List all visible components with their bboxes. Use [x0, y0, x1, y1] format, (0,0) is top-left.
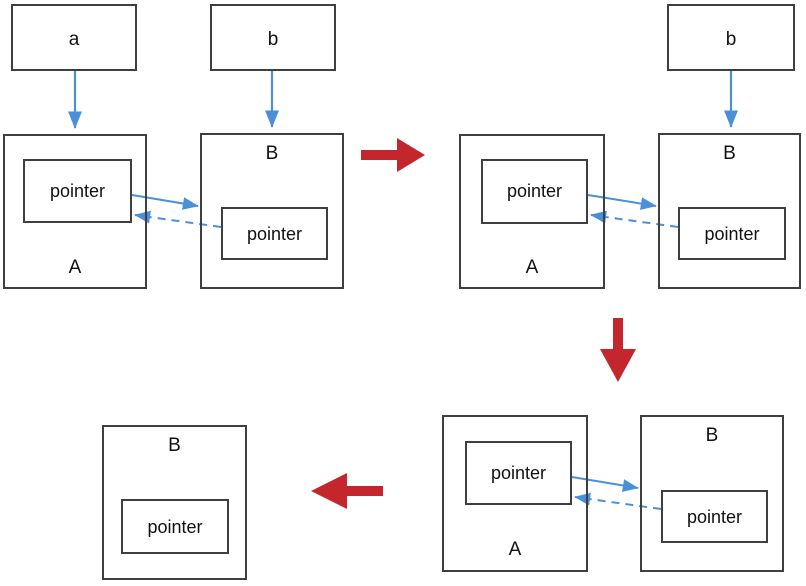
flow-arrows — [311, 138, 636, 509]
object-label-B-bl: B — [168, 435, 181, 456]
object-box-A-tr[interactable] — [459, 134, 605, 289]
pointer-box-in-A-tr[interactable] — [481, 159, 588, 224]
link-A-to-B — [587, 194, 657, 210]
links-panel-top-left — [131, 194, 222, 228]
object-label-A-tr: A — [525, 257, 539, 278]
pointer-box-in-B-tl[interactable] — [221, 207, 328, 260]
pointer-label-in-A-tr: pointer — [506, 181, 563, 201]
pointer-label-in-B-bl: pointer — [147, 517, 203, 537]
links-panel-bottom-right — [571, 476, 662, 510]
links-panel-top-right — [587, 194, 679, 228]
var-label-b: b — [267, 29, 279, 50]
var-box-a[interactable] — [11, 4, 137, 71]
pointer-label-in-B-tr: pointer — [704, 224, 760, 244]
flow-arrow-down-icon — [600, 318, 636, 382]
pointer-box-in-A-br[interactable] — [465, 441, 572, 505]
object-box-B-tl[interactable] — [200, 133, 344, 289]
pointer-label-in-A-tl: pointer — [49, 181, 106, 201]
pointer-label-in-A-br: pointer — [490, 463, 547, 483]
object-label-B-tr: B — [723, 143, 736, 164]
pointer-label-in-B-br: pointer — [686, 507, 743, 527]
object-label-B-br: B — [705, 425, 719, 446]
link-A-to-B — [571, 476, 639, 492]
flow-arrow-left-icon — [311, 473, 383, 509]
link-B-to-A — [134, 210, 222, 228]
var-label-b-tr: b — [725, 29, 737, 50]
pointer-box-in-B-bl[interactable] — [121, 499, 229, 554]
object-box-B-br[interactable] — [640, 415, 784, 572]
var-box-b[interactable] — [210, 4, 336, 71]
object-box-B-tr[interactable] — [658, 133, 801, 289]
link-B-to-A — [574, 492, 662, 510]
link-A-to-B — [131, 194, 199, 210]
object-box-A-tl[interactable] — [3, 134, 147, 289]
pointer-box-in-B-br[interactable] — [661, 490, 768, 543]
pointer-label-in-B-tl: pointer — [246, 224, 303, 244]
pointer-box-in-B-tr[interactable] — [678, 207, 786, 260]
flow-arrow-right-icon — [361, 138, 425, 172]
var-box-b-tr[interactable] — [667, 4, 795, 71]
object-label-B-tl: B — [265, 143, 279, 164]
pointer-box-in-A-tl[interactable] — [23, 159, 132, 223]
var-label-a: a — [68, 29, 80, 50]
object-box-B-bl[interactable] — [102, 425, 247, 580]
object-box-A-br[interactable] — [442, 415, 588, 572]
object-label-A-br: A — [508, 539, 522, 560]
object-label-A-tl: A — [68, 257, 82, 278]
link-B-to-A — [590, 210, 679, 228]
var-to-object-arrows — [67, 71, 739, 129]
